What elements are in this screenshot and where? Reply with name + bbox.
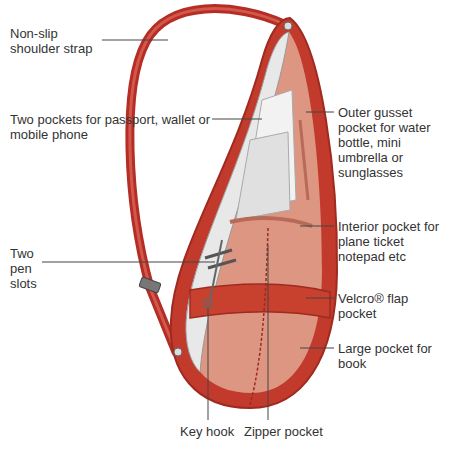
bag-body — [171, 18, 337, 408]
part-label: Outer gusset pocket for water bottle, mi… — [338, 105, 450, 180]
leader-lines — [42, 40, 334, 420]
zipper — [250, 228, 268, 405]
part-label: Key hook — [180, 424, 250, 439]
part-label: Interior pocket for plane ticket notepad… — [338, 219, 450, 264]
part-label: Zipper pocket — [244, 424, 344, 439]
grommet — [174, 348, 182, 356]
strap-buckle — [139, 277, 161, 293]
pen-slot — [205, 250, 236, 268]
part-label: Velcro® flap pocket — [338, 291, 438, 321]
key-ring — [204, 300, 212, 308]
bag-lining — [186, 32, 289, 372]
passport-pocket — [236, 132, 290, 220]
interior-pocket-edge — [230, 218, 312, 226]
bag-interior — [186, 32, 322, 393]
gusset-edge — [300, 120, 308, 200]
grommet — [284, 22, 292, 30]
part-label: Two pockets for passport, wallet or mobi… — [10, 112, 216, 142]
part-label: Large pocket for book — [338, 341, 438, 371]
part-label: Two pen slots — [10, 246, 44, 291]
velcro-flap — [190, 284, 330, 318]
key-hook — [210, 240, 222, 300]
part-label: Non-slip shoulder strap — [10, 26, 106, 56]
